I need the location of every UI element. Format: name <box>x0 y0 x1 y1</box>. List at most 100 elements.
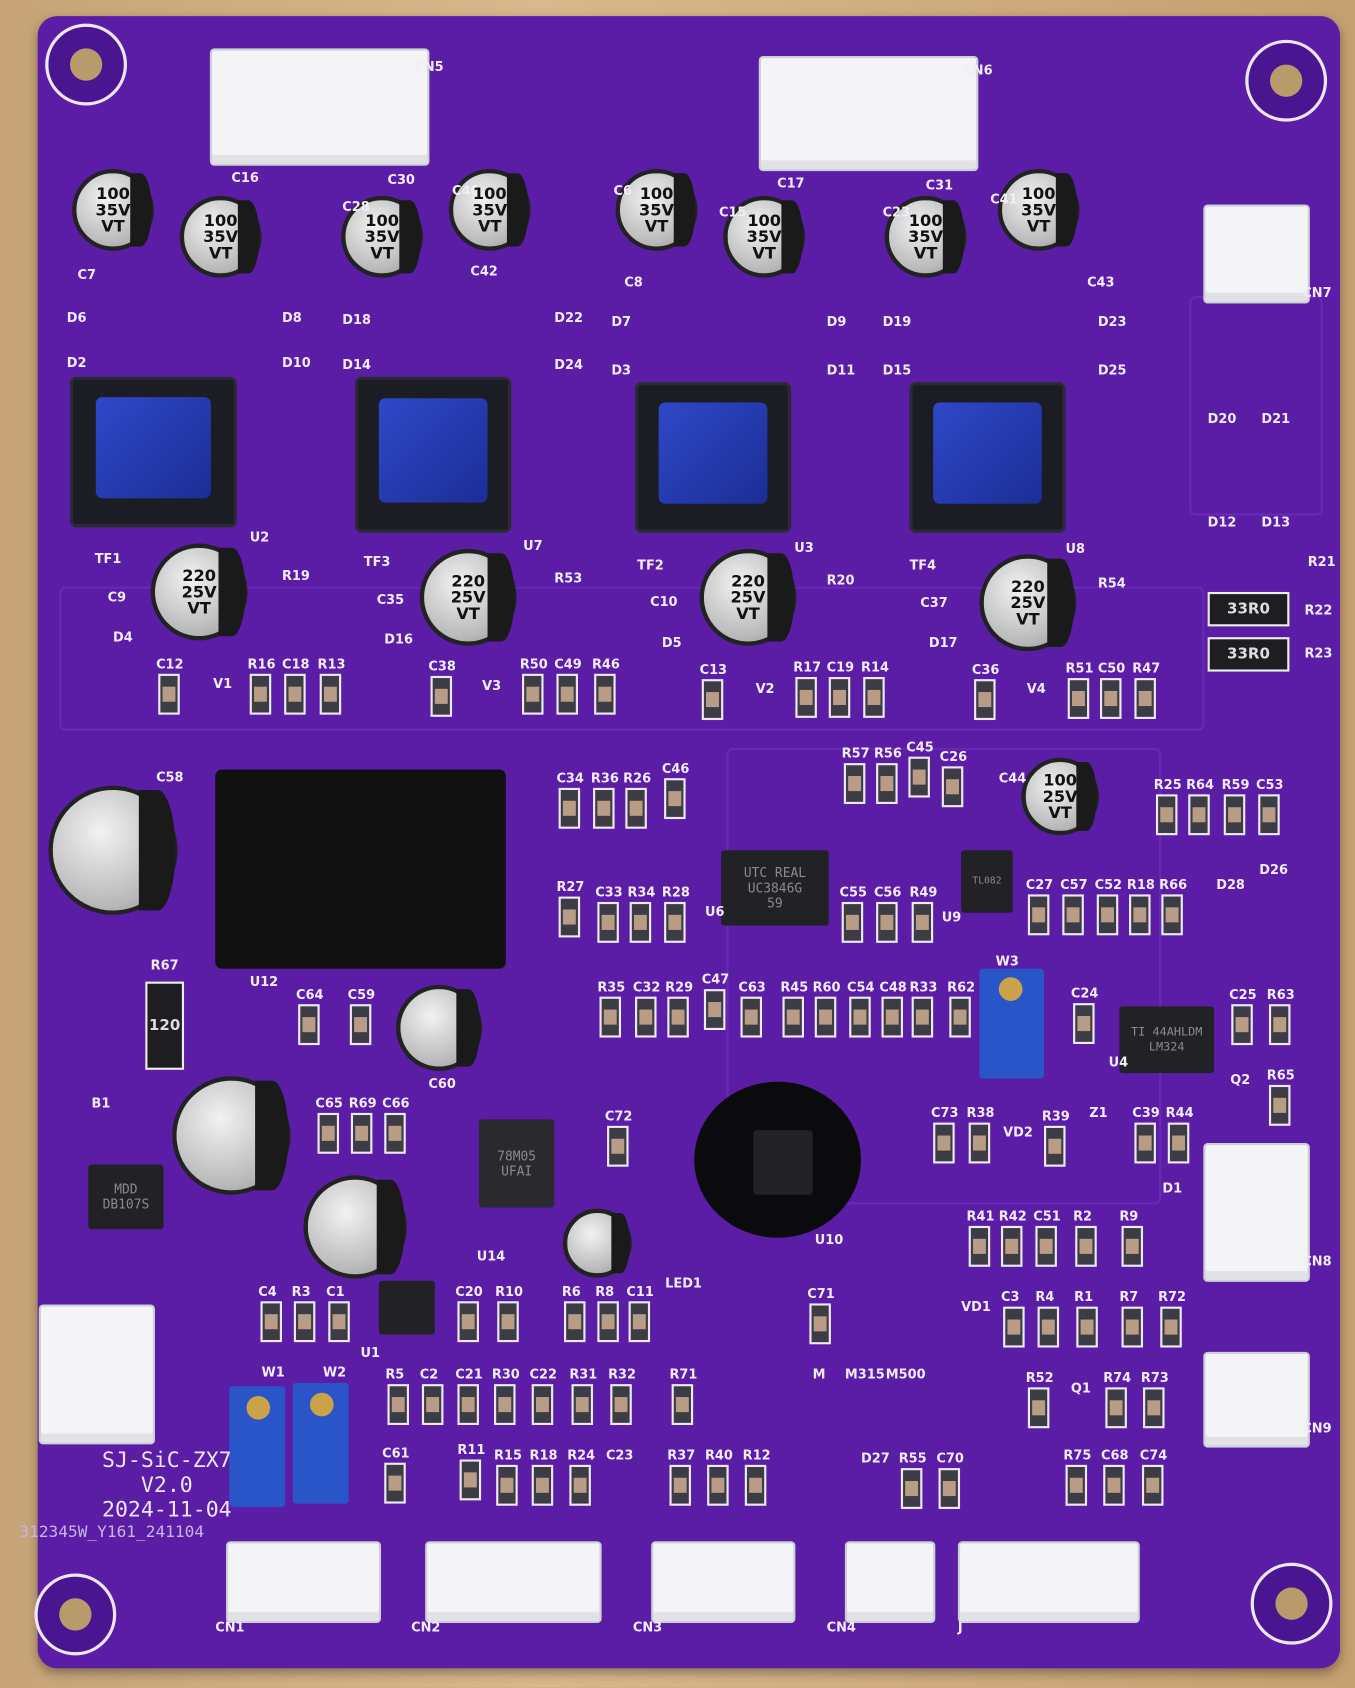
smd-component <box>531 1384 554 1426</box>
smd-component <box>597 901 619 943</box>
smd-component <box>1105 1387 1127 1429</box>
smd-component <box>703 989 726 1031</box>
designator-label: D16 <box>384 631 413 647</box>
designator-label: R60 <box>812 979 841 995</box>
connector-cn1 <box>226 1541 382 1624</box>
designator-label: C11 <box>626 1284 654 1300</box>
designator-label: C52 <box>1094 877 1123 893</box>
trace-region <box>59 586 1205 731</box>
designator-label: C10 <box>650 594 678 610</box>
designator-label: U12 <box>249 974 279 990</box>
capacitor-marking: 35V <box>1021 199 1057 220</box>
smd-component <box>1161 894 1183 936</box>
designator-label: D12 <box>1207 514 1237 530</box>
designator-label: C34 <box>556 770 584 786</box>
smd-component <box>1134 1122 1156 1164</box>
designator-label: D22 <box>554 309 584 326</box>
smd-component <box>671 1384 694 1426</box>
trimmer-w2[interactable] <box>292 1383 349 1504</box>
smd-component <box>1067 678 1090 719</box>
designator-label: C32 <box>632 979 661 995</box>
smd-component <box>563 1301 586 1343</box>
designator-label: C16 <box>231 170 259 186</box>
smd-component <box>158 673 180 715</box>
heatsink <box>215 769 506 969</box>
designator-label: R36 <box>590 770 619 786</box>
designator-label: R71 <box>669 1366 698 1382</box>
designator-label: D1 <box>1162 1180 1183 1196</box>
designator-label: D24 <box>554 357 584 373</box>
designator-label: C3 <box>1000 1289 1020 1305</box>
designator-label: R14 <box>861 659 889 675</box>
designator-label: C33 <box>595 884 623 900</box>
capacitor-marking: 35V <box>95 199 131 220</box>
designator-label: M500 <box>885 1366 926 1382</box>
capacitor-marking: 25V <box>181 581 217 602</box>
smd-component <box>814 996 837 1038</box>
chip-text: LM324 <box>1148 1039 1185 1054</box>
designator-label: C17 <box>777 175 805 191</box>
trimmer-w1[interactable] <box>229 1386 286 1507</box>
capacitor-marking: VT <box>1016 608 1040 629</box>
designator-label: C1 <box>326 1284 345 1300</box>
capacitor-marking: 25V <box>1010 592 1046 612</box>
designator-label: R47 <box>1132 660 1161 676</box>
connector-cn5 <box>209 48 430 166</box>
chip-text: TI 44AHLDM <box>1131 1024 1203 1039</box>
capacitor-marking: VT <box>644 215 669 236</box>
smd-component <box>843 763 866 804</box>
trimmer-w3[interactable] <box>979 968 1045 1079</box>
designator-label: C8 <box>624 274 643 290</box>
smd-component <box>911 901 934 943</box>
trace-region <box>726 748 1162 1205</box>
designator-label: C44 <box>998 770 1027 786</box>
designator-label: R31 <box>569 1366 598 1382</box>
designator-label: R26 <box>623 770 652 786</box>
designator-label: R42 <box>998 1208 1027 1224</box>
resistor-marking: 120 <box>148 1017 181 1035</box>
smd-component <box>809 1303 831 1345</box>
smd-component <box>556 673 578 715</box>
smd-component <box>496 1464 518 1506</box>
designator-label: R51 <box>1065 660 1094 676</box>
designator-label: C27 <box>1025 877 1054 893</box>
smd-component <box>522 673 544 715</box>
designator-label: CN6 <box>963 62 993 78</box>
designator-label: V4 <box>1026 681 1046 697</box>
designator-label: C12 <box>156 656 184 672</box>
designator-label: Q2 <box>1230 1071 1251 1088</box>
capacitor-marking: VT <box>477 215 502 236</box>
smd-component <box>938 1468 961 1509</box>
smd-component <box>849 996 871 1038</box>
board-date: 2024-11-04 <box>102 1496 232 1522</box>
designator-label: W3 <box>995 953 1019 969</box>
designator-label: C71 <box>807 1286 835 1302</box>
smd-component <box>1099 678 1122 719</box>
smd-component <box>664 778 686 820</box>
designator-label: R40 <box>704 1447 733 1463</box>
designator-label: R19 <box>281 568 310 584</box>
capacitor-marking: 100 <box>365 210 399 230</box>
lot-code: 312345W_Y161_241104 <box>19 1521 205 1542</box>
smd-component <box>968 1122 991 1164</box>
designator-label: R12 <box>742 1447 771 1463</box>
capacitor-marking: 220 <box>451 570 486 591</box>
capacitor-marking: 25V <box>730 587 766 607</box>
designator-label: R69 <box>348 1095 377 1111</box>
designator-label: R59 <box>1221 777 1250 793</box>
chip-u6: UTC REAL UC3846G 59 <box>721 850 829 926</box>
designator-label: V3 <box>482 678 502 694</box>
designator-label: R65 <box>1266 1067 1295 1083</box>
capacitor-marking: 35V <box>908 226 944 246</box>
designator-label: C13 <box>699 661 728 677</box>
trace-region <box>1189 295 1323 516</box>
designator-label: CN3 <box>632 1619 663 1635</box>
designator-label: R23 <box>1304 645 1333 661</box>
designator-label: D14 <box>342 357 371 373</box>
designator-label: R64 <box>1186 777 1215 793</box>
chip-text: 59 <box>767 895 783 911</box>
smd-component <box>1134 678 1156 719</box>
